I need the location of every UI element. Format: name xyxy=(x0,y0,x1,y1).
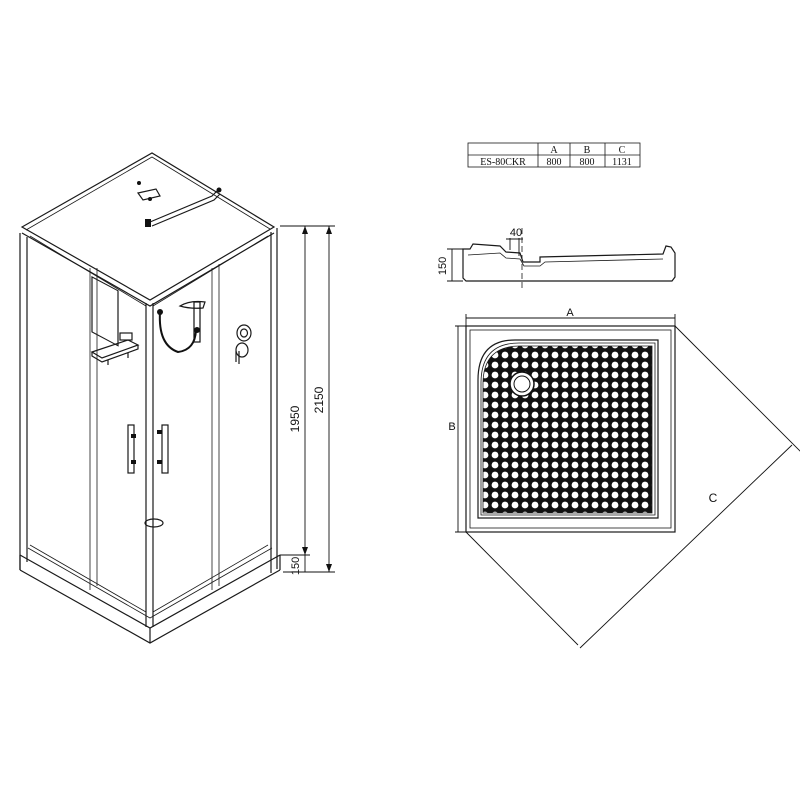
table-value-c: 1131 xyxy=(612,157,632,168)
dim-1950-label: 1950 xyxy=(288,405,302,432)
spec-table: A B C ES-80CKR 800 800 1131 xyxy=(467,142,641,168)
roof-pipe-icon xyxy=(145,187,222,227)
table-value-b: 800 xyxy=(580,157,595,168)
roof-light-icon xyxy=(136,181,161,201)
door-handle-left-icon xyxy=(127,424,136,474)
door-handle-right-icon xyxy=(157,424,169,474)
table-header-b: B xyxy=(584,145,591,156)
tray-plan-view: A B C xyxy=(448,307,800,649)
dim-b-label: B xyxy=(448,421,455,433)
dim-150-profile-label: 150 xyxy=(437,257,449,275)
shelf-icon xyxy=(90,332,140,365)
dim-150-cabin-label: 150 xyxy=(290,557,302,575)
table-header-a: A xyxy=(550,145,558,156)
table-value-a: 800 xyxy=(547,157,562,168)
mixer-valve-icon xyxy=(235,324,252,364)
shower-cabin-view xyxy=(19,152,281,644)
dim-2150-label: 2150 xyxy=(312,386,326,413)
shower-head-icon xyxy=(157,300,206,354)
table-header-c: C xyxy=(619,145,626,156)
dim-c-label: C xyxy=(709,491,718,505)
table-model: ES-80CKR xyxy=(480,157,526,168)
tray-profile-view: 40 150 xyxy=(437,227,676,290)
dim-40-label: 40 xyxy=(510,227,522,239)
dim-a-label: A xyxy=(566,307,574,319)
cabin-dimensions: 1950 2150 150 xyxy=(280,225,335,575)
